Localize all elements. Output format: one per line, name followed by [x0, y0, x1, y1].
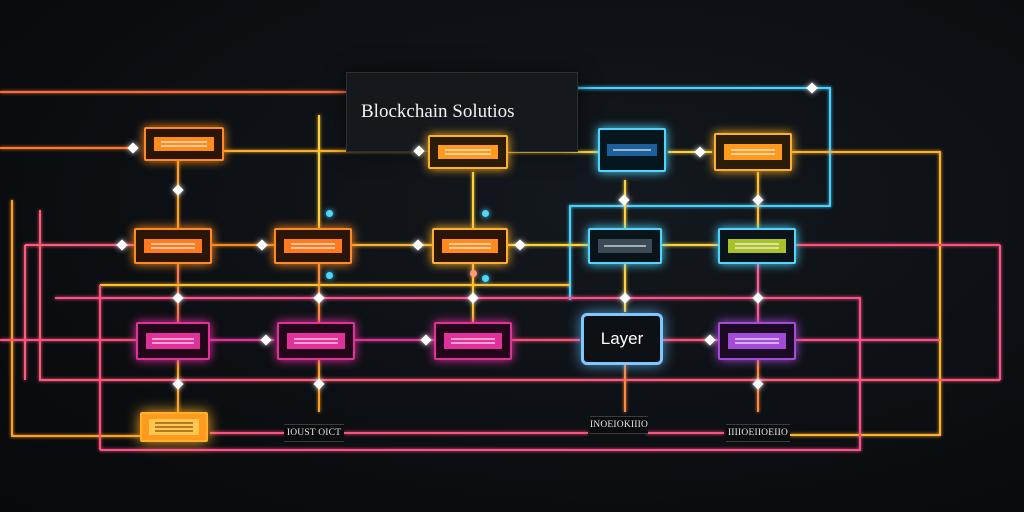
- connector-cyan-top: [569, 87, 831, 300]
- node-row3-col5[interactable]: [718, 322, 796, 360]
- node-row1-col5[interactable]: [714, 133, 792, 171]
- node-dot-icon: [470, 270, 477, 277]
- layer-label: Layer: [600, 329, 644, 348]
- node-row2-col2[interactable]: [274, 228, 352, 264]
- connector-left-loop2: [39, 210, 1000, 381]
- node-dot-icon: [482, 210, 489, 217]
- node-dot-icon: [326, 210, 333, 217]
- bottom-tag-3: IIIIOEIIOEIIO: [726, 424, 790, 442]
- node-row2-col5[interactable]: [718, 228, 796, 264]
- node-row2-col3[interactable]: [432, 228, 508, 264]
- bottom-tag-1: IOUST OICT: [284, 424, 344, 442]
- node-row3-col3[interactable]: [434, 322, 512, 360]
- ledger-block-icon[interactable]: [140, 412, 208, 442]
- node-row3-col1[interactable]: [136, 322, 210, 360]
- layer-node[interactable]: Layer: [581, 313, 663, 365]
- bottom-tag-2: INOEIOKIIIO: [590, 416, 648, 434]
- node-dot-icon: [326, 272, 333, 279]
- node-row2-col4[interactable]: [588, 228, 662, 264]
- node-dot-icon: [482, 275, 489, 282]
- connector-row1-end: [790, 151, 941, 436]
- connector-h-pink: [55, 297, 861, 451]
- node-row1-col4[interactable]: [598, 128, 666, 172]
- connector-left-loop: [11, 200, 140, 437]
- diagram-title: Blockchain Solutios: [361, 101, 515, 122]
- node-row2-col1[interactable]: [134, 228, 212, 264]
- node-row3-col2[interactable]: [277, 322, 355, 360]
- node-row1-col3[interactable]: [428, 135, 508, 169]
- node-row1-col1[interactable]: [144, 127, 224, 161]
